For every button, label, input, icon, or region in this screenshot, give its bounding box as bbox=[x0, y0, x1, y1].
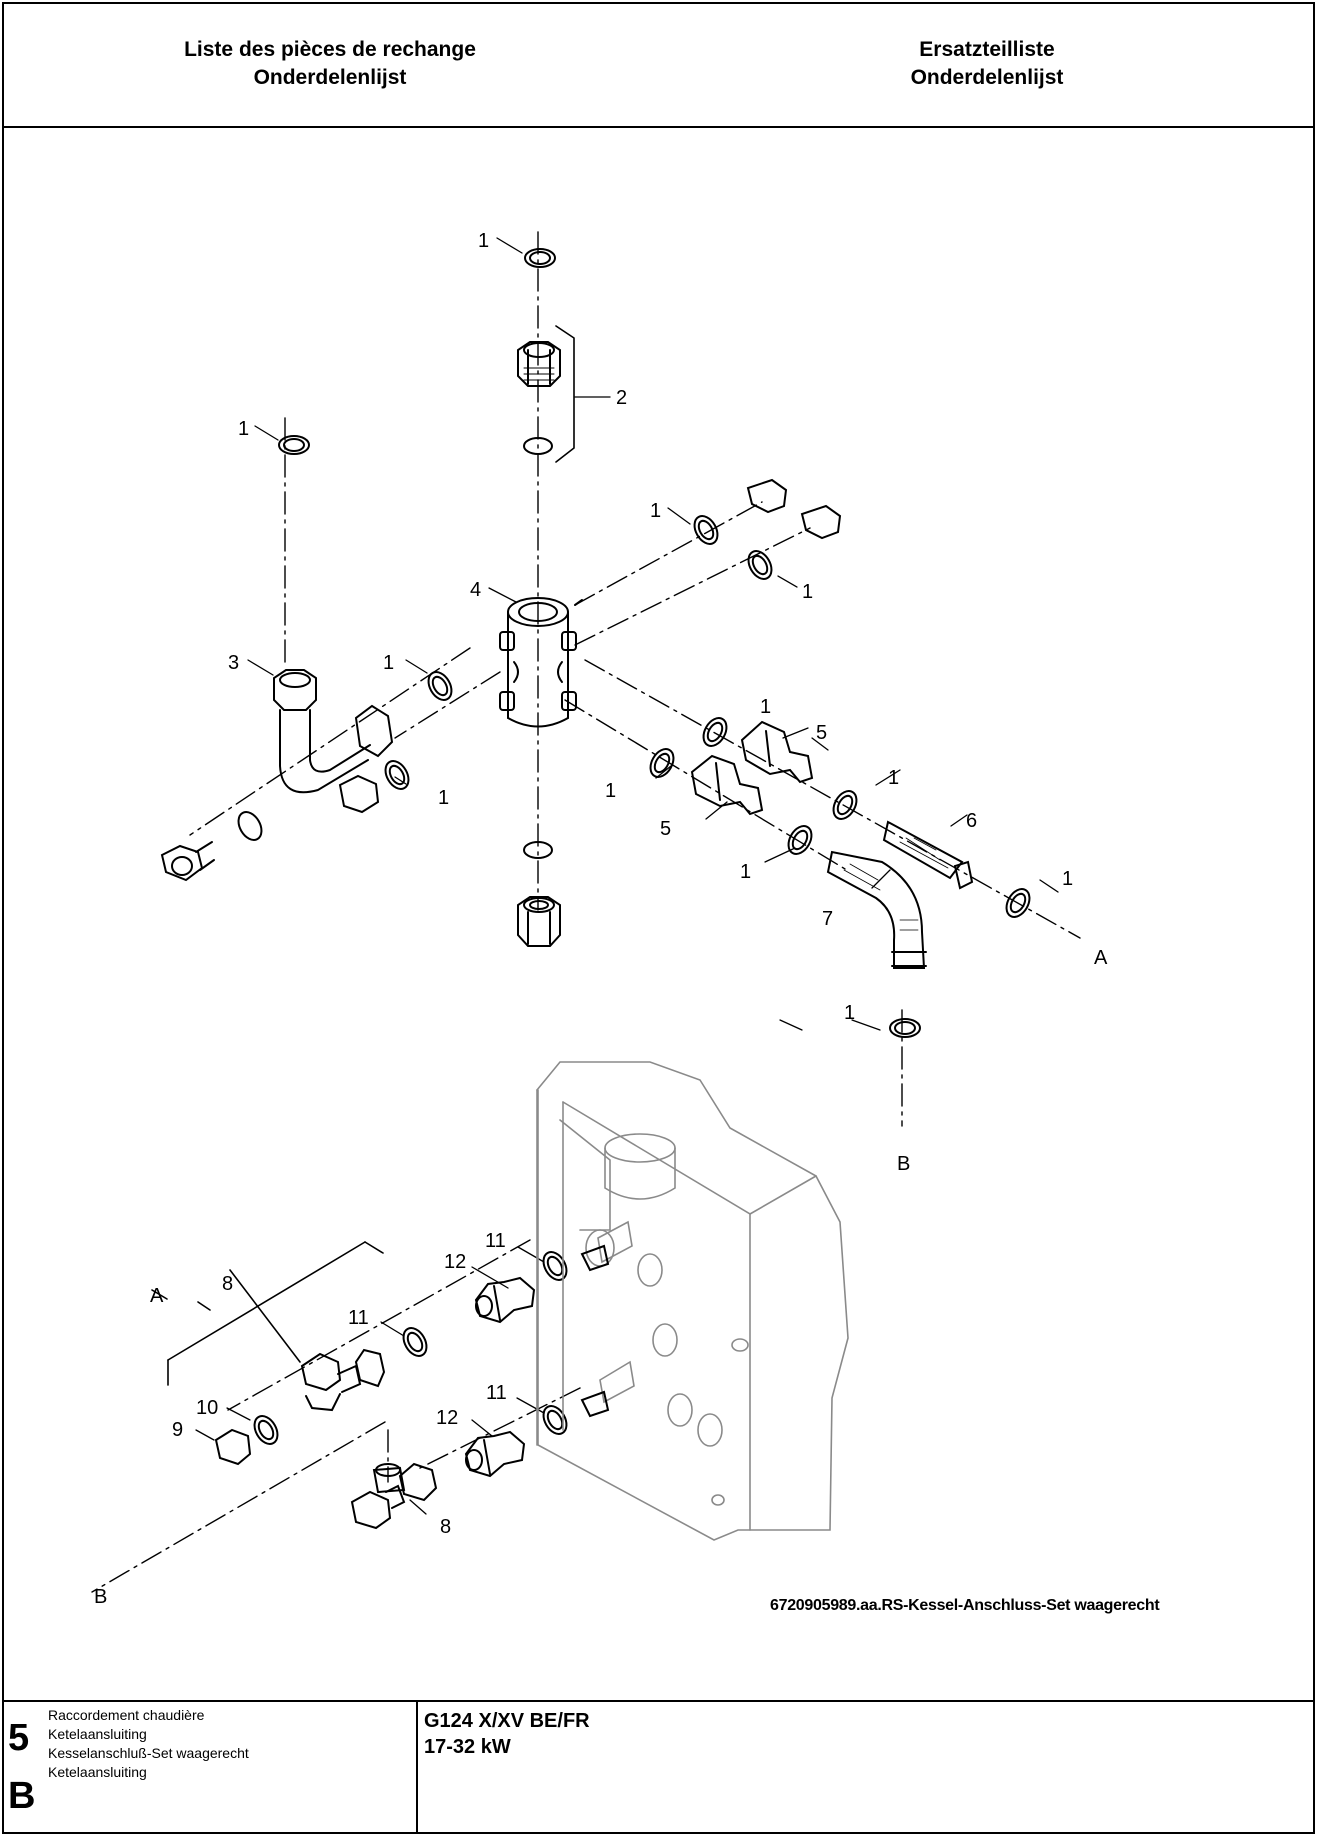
callout-4: 4 bbox=[470, 579, 481, 601]
fitting-part-12-upper bbox=[474, 1276, 536, 1324]
callout-12-b: 12 bbox=[436, 1407, 458, 1429]
callout-6: 6 bbox=[966, 810, 977, 832]
callout-1-h: 1 bbox=[740, 861, 751, 883]
bracket-8 bbox=[151, 1241, 384, 1386]
callout-1-a: 1 bbox=[650, 500, 661, 522]
callout-1-d: 1 bbox=[438, 787, 449, 809]
callout-1-c: 1 bbox=[383, 652, 394, 674]
callout-ref-a-top: A bbox=[1094, 947, 1108, 969]
fitting-part-5-lower bbox=[690, 754, 764, 816]
bracket-2 bbox=[555, 325, 575, 463]
model-name: G124 X/XV BE/FR bbox=[424, 1710, 590, 1732]
valve-part-8-upper bbox=[300, 1348, 386, 1412]
header-right-line-2: Onderdelenlijst bbox=[910, 66, 1064, 89]
section-description: Raccordement chaudière Ketelaansluiting … bbox=[48, 1706, 249, 1782]
callout-11-b: 11 bbox=[348, 1307, 369, 1329]
elbow-part-3 bbox=[273, 669, 394, 794]
callout-ref-a-bottom: A bbox=[150, 1285, 164, 1307]
header-title-de-nl: Ersatzteilliste Onderdelenlijst bbox=[787, 36, 1187, 92]
header-left-line-1: Liste des pièces de rechange bbox=[184, 38, 476, 61]
callout-10: 10 bbox=[196, 1397, 218, 1419]
manifold-part-4 bbox=[499, 597, 583, 728]
fitting-part-12-lower bbox=[464, 1430, 526, 1478]
callout-1-g: 1 bbox=[888, 767, 899, 789]
section-number: 5 bbox=[8, 1717, 30, 1759]
callout-5-upper: 5 bbox=[816, 722, 827, 744]
callout-9: 9 bbox=[172, 1419, 183, 1441]
callout-labels: 1 2 1 1 1 4 3 1 1 1 5 1 5 1 6 1 7 1 A 1 … bbox=[94, 230, 1108, 1608]
callout-1-i: 1 bbox=[1062, 868, 1073, 890]
boiler-block bbox=[536, 1061, 849, 1541]
callout-5-lower: 5 bbox=[660, 818, 671, 840]
callout-1-left: 1 bbox=[238, 418, 249, 440]
desc-line-fr: Raccordement chaudière bbox=[48, 1707, 205, 1723]
block-nipples bbox=[580, 1244, 610, 1418]
union-nut-bottom bbox=[517, 896, 561, 947]
callout-ref-b-top: B bbox=[897, 1153, 910, 1175]
desc-line-de: Kesselanschluß-Set waagerecht bbox=[48, 1745, 249, 1761]
plug-part-9 bbox=[214, 1428, 252, 1466]
union-nut-part-2 bbox=[517, 341, 561, 387]
desc-line-nl: Ketelaansluiting bbox=[48, 1726, 147, 1742]
callout-1-j: 1 bbox=[844, 1002, 855, 1024]
callout-8-lower: 8 bbox=[440, 1516, 451, 1538]
model-info: G124 X/XV BE/FR 17-32 kW bbox=[424, 1708, 590, 1760]
exploded-parts-drawing: 1 2 1 1 1 4 3 1 1 1 5 1 5 1 6 1 7 1 A 1 … bbox=[91, 230, 1108, 1608]
callout-1-f: 1 bbox=[605, 780, 616, 802]
fitting-part-5-upper bbox=[740, 720, 814, 784]
hex-nuts bbox=[160, 478, 842, 882]
header-left-line-2: Onderdelenlijst bbox=[253, 66, 407, 89]
leader-lines bbox=[195, 237, 1059, 1515]
callout-1-e: 1 bbox=[760, 696, 771, 718]
header-title-fr-nl: Liste des pièces de rechange Onderdelenl… bbox=[130, 36, 530, 92]
center-lines bbox=[91, 231, 1081, 1593]
callout-1-b: 1 bbox=[802, 581, 813, 603]
callout-11-c: 11 bbox=[486, 1382, 507, 1404]
callout-3: 3 bbox=[228, 652, 239, 674]
section-letter: B bbox=[8, 1775, 36, 1817]
header-divider bbox=[2, 126, 1315, 128]
callout-2: 2 bbox=[616, 387, 627, 409]
callout-ref-b-bottom: B bbox=[94, 1586, 107, 1608]
hose-part-7 bbox=[826, 850, 927, 969]
callout-12-a: 12 bbox=[444, 1251, 466, 1273]
callout-8-upper: 8 bbox=[222, 1273, 233, 1295]
valve-part-8-lower bbox=[350, 1462, 438, 1530]
footer-divider bbox=[2, 1700, 1315, 1702]
callout-1-top: 1 bbox=[478, 230, 489, 252]
washers bbox=[237, 248, 1031, 1445]
model-power: 17-32 kW bbox=[424, 1736, 511, 1758]
callout-11-a: 11 bbox=[485, 1230, 506, 1252]
header-right-line-1: Ersatzteilliste bbox=[919, 38, 1055, 61]
figure-reference: 6720905989.aa.RS-Kessel-Anschluss-Set wa… bbox=[770, 1597, 1160, 1614]
footer-column-divider bbox=[416, 1700, 418, 1834]
desc-line-nl-2: Ketelaansluiting bbox=[48, 1764, 147, 1780]
callout-7: 7 bbox=[822, 908, 833, 930]
hose-part-6 bbox=[882, 820, 974, 890]
